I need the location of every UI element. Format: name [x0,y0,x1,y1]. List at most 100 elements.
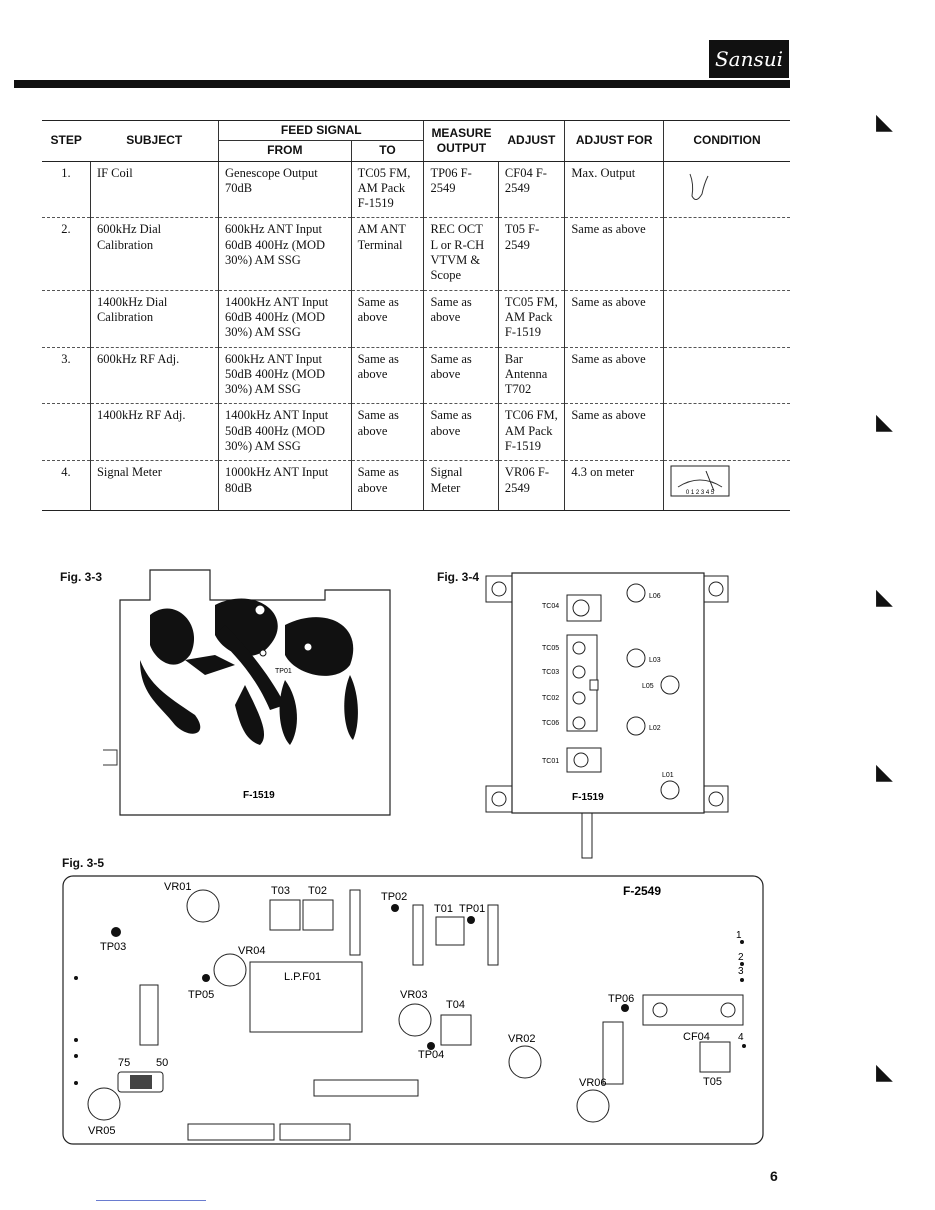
adjust-cell: T05 F-2549 [497,217,565,291]
fig33-diagram: TP01 F-1519 [103,569,391,816]
tc-label: TC03 [542,669,559,676]
subject-cell: 1400kHz Dial Calibration [89,289,219,348]
tp02-label: TP02 [381,891,407,903]
condition-cell [663,403,790,461]
subject-cell: 600kHz Dial Calibration [89,217,219,291]
adjust-for-cell: Max. Output [564,161,664,218]
binding-mark: ◣ [876,1060,893,1085]
header-from: FROM [218,140,352,162]
subject-cell: Signal Meter [89,460,219,511]
calibration-table: STEP SUBJECT FEED SIGNAL MEASURE OUTPUT … [42,119,790,511]
table-row: 1. IF Coil Genescope Output 70dB TC05 FM… [42,161,790,218]
measure-cell: Same as above [423,346,499,404]
fig35-board-label: F-2549 [623,884,661,898]
condition-cell [663,289,790,348]
from-cell: 1400kHz ANT Input 50dB 400Hz (MOD 30%) A… [218,403,352,461]
fig33-tp-label: TP01 [275,668,292,675]
vr02-label: VR02 [508,1033,536,1045]
adjust-cell: TC06 FM, AM Pack F-1519 [497,403,565,461]
sw50-label: 50 [156,1057,168,1069]
table-row: 3. 600kHz RF Adj. 600kHz ANT Input 50dB … [42,346,790,404]
t01-label: T01 [434,903,453,915]
binding-mark: ◣ [876,760,893,785]
fig33-board-label: F-1519 [243,790,275,801]
binding-mark: ◣ [876,410,893,435]
condition-cell: 0 1 2 3 4 5 [663,460,790,511]
condition-cell [663,161,790,218]
header-step: STEP [42,120,91,162]
from-cell: Genescope Output 70dB [218,161,352,218]
header-adjust: ADJUST [498,120,565,162]
l-label: L03 [649,657,661,664]
tc-label: TC06 [542,720,559,727]
l-label: L01 [662,772,674,779]
pin-label: 1 [736,930,742,941]
fig35-diagram: F-2549 VR01 T03 T02 TP02 T01 TP01 TP03 V… [62,875,764,1145]
header-subject: SUBJECT [90,120,219,162]
condition-cell [663,346,790,404]
header-rule [14,80,790,88]
vr05-label: VR05 [88,1125,116,1137]
tc-label: TC01 [542,758,559,765]
brand-logo: Sansui [709,40,789,78]
table-row: 1400kHz Dial Calibration 1400kHz ANT Inp… [42,289,790,348]
subject-cell: 1400kHz RF Adj. [89,403,219,461]
fig35-label: Fig. 3-5 [62,856,105,870]
adjust-cell: TC05 FM, AM Pack F-1519 [497,289,565,348]
step-cell: 1. [61,165,71,180]
header-condition: CONDITION [663,120,790,162]
t05-label: T05 [703,1076,722,1088]
from-cell: 1000kHz ANT Input 80dB [218,460,352,511]
tp04-label: TP04 [418,1049,444,1061]
header-feed-signal: FEED SIGNAL [218,119,424,142]
from-cell: 600kHz ANT Input 50dB 400Hz (MOD 30%) AM… [218,346,352,404]
adjust-for-cell: 4.3 on meter [564,460,664,511]
vr06-label: VR06 [579,1077,607,1089]
to-cell: Same as above [350,289,424,348]
fig34-diagram: TC04 TC05 TC03 TC02 TC06 TC01 L06 L03 L0… [485,572,729,859]
footer-line [96,1200,206,1201]
tp06-label: TP06 [608,993,634,1005]
vr03-label: VR03 [400,989,428,1001]
fig33-label: Fig. 3-3 [60,570,103,584]
measure-cell: TP06 F-2549 [423,161,499,218]
step-cell: 4. [42,460,91,511]
tp03-label: TP03 [100,941,126,953]
measure-cell: Signal Meter [423,460,499,511]
binding-mark: ◣ [876,110,893,135]
cf04-label: CF04 [683,1031,710,1043]
t03-label: T03 [271,885,290,897]
pin-label: 4 [738,1032,744,1043]
waveform-sketch [689,173,709,200]
step-cell: 2. [42,217,91,291]
meter-scale: 0 1 2 3 4 5 [686,490,715,496]
adjust-cell: CF04 F-2549 [497,161,565,218]
fig34-label: Fig. 3-4 [437,570,480,584]
subject-cell: IF Coil [89,161,219,218]
pin-label: 3 [738,966,744,977]
tc-label: TC04 [542,603,559,610]
header-to: TO [350,140,424,162]
t04-label: T04 [446,999,465,1011]
to-cell: Same as above [350,460,424,511]
step-cell [42,289,91,348]
subject-cell: 600kHz RF Adj. [89,346,219,404]
table-row: 4. Signal Meter 1000kHz ANT Input 80dB S… [42,460,790,511]
adjust-for-cell: Same as above [564,289,664,348]
step-cell: 3. [42,346,91,404]
t02-label: T02 [308,885,327,897]
meter-icon: 0 1 2 3 4 5 [670,465,730,497]
tp01-label: TP01 [459,903,485,915]
vr01-label: VR01 [164,881,192,893]
adjust-for-cell: Same as above [564,217,664,291]
to-cell: AM ANT Terminal [350,217,424,291]
to-cell: TC05 FM, AM Pack F-1519 [350,161,424,218]
measure-cell: Same as above [423,289,499,348]
fig34-board-label: F-1519 [572,792,604,803]
measure-cell: Same as above [423,403,499,461]
l-label: L05 [642,683,654,690]
from-cell: 600kHz ANT Input 60dB 400Hz (MOD 30%) AM… [218,217,352,291]
pin-label: 2 [738,952,744,963]
adjust-for-cell: Same as above [564,403,664,461]
tp05-label: TP05 [188,989,214,1001]
